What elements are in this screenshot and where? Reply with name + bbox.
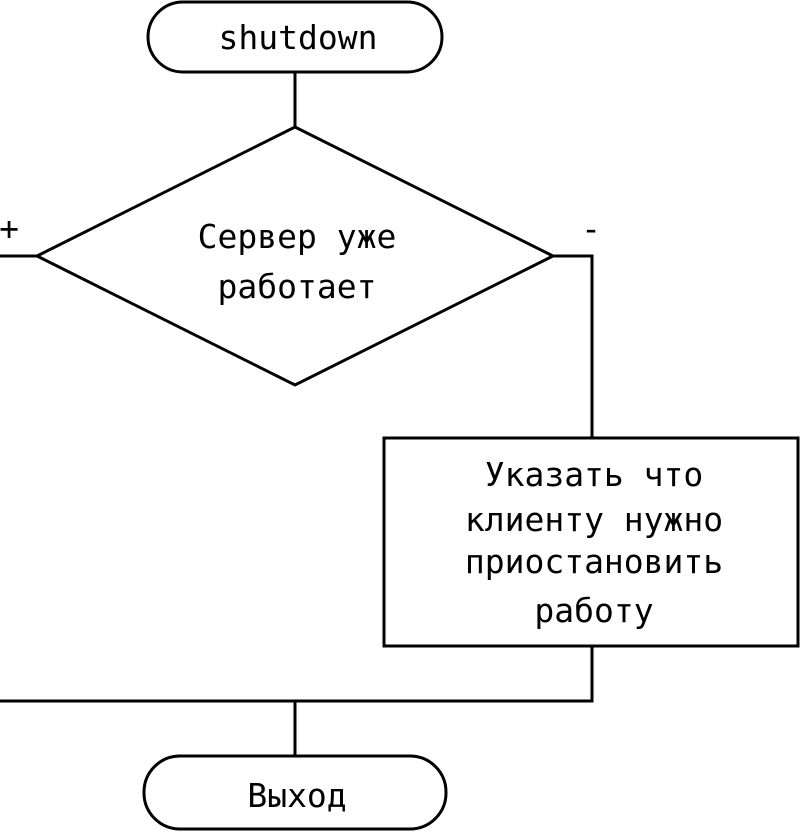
process-label-line1: Указать что [485,455,704,494]
start-label: shutdown [219,18,378,57]
yes-branch-label: + [0,209,19,248]
end-terminator [142,754,448,831]
decision-diamond [33,125,557,387]
decision-label-line1: Сервер уже [198,217,397,256]
connector-no-branch-to-process [553,254,594,438]
no-branch-label: - [581,209,601,248]
start-terminator [146,0,444,74]
end-label: Выход [247,776,346,815]
connector-process-to-merge [0,646,594,703]
process-label-line3: приостановить [465,542,723,581]
process-label-line4: работу [534,591,653,630]
decision-label-line2: работает [218,267,377,306]
process-label-line2: клиенту нужно [465,500,723,539]
process-box [382,436,800,648]
